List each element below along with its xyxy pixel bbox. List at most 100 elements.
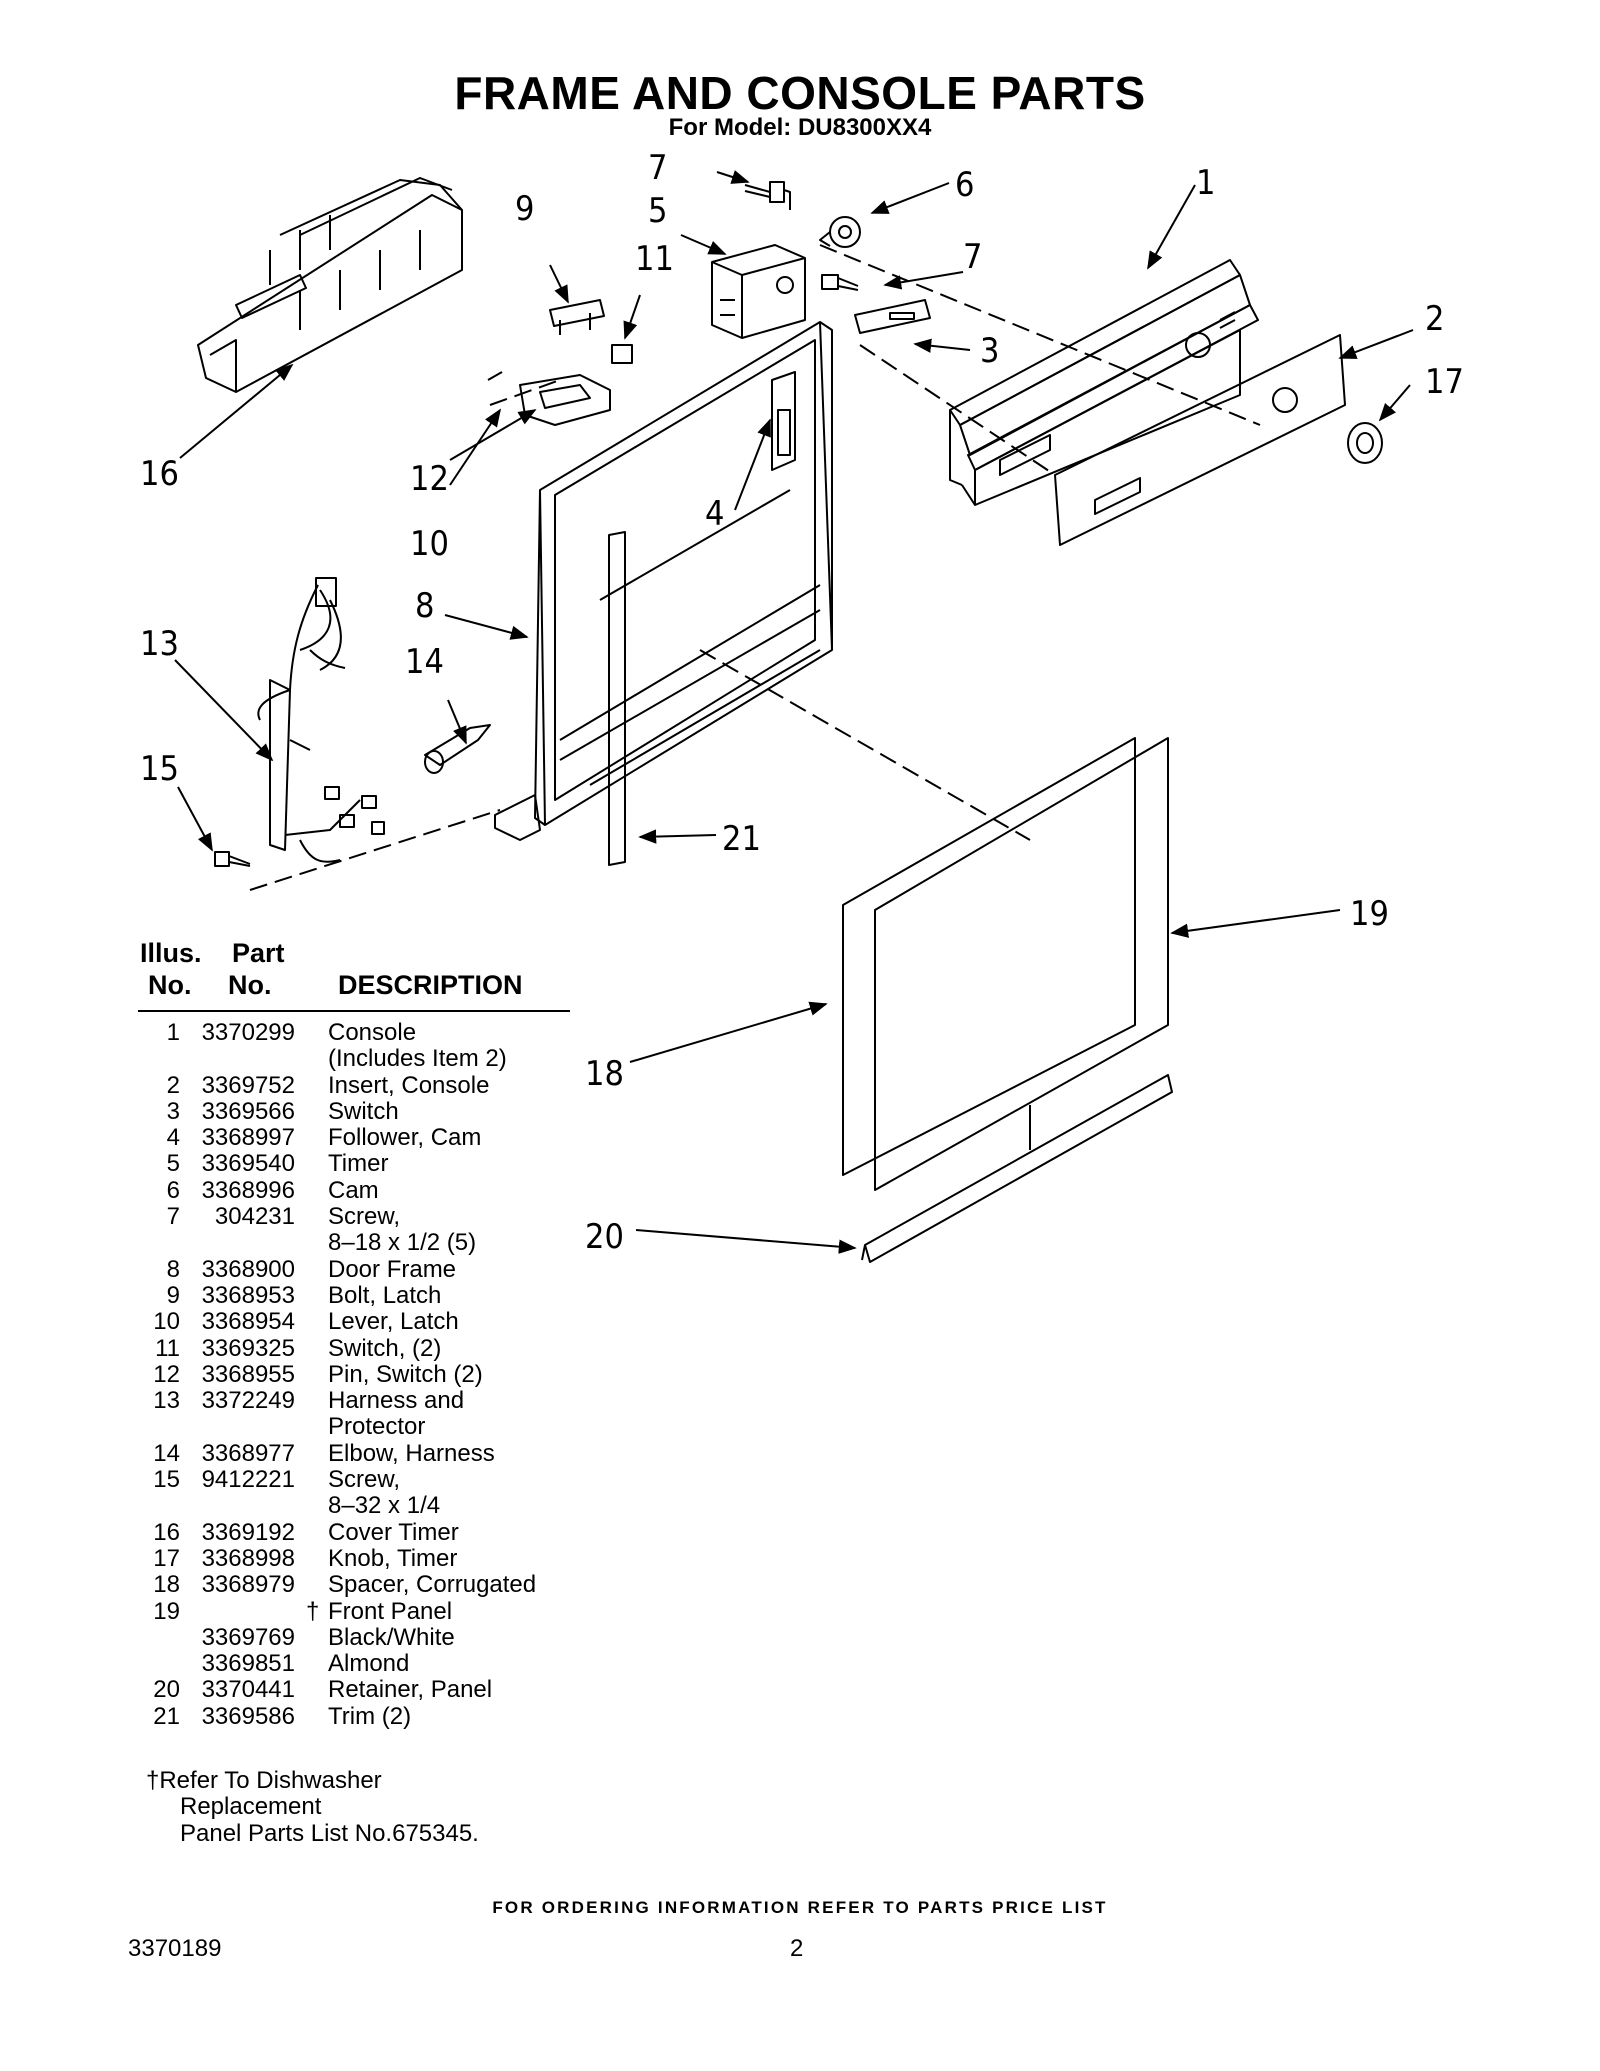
illus-number: 5 — [166, 1150, 180, 1178]
part-description: Spacer, Corrugated — [328, 1571, 537, 1599]
callout-18: 18 — [585, 1054, 624, 1094]
part-number: 3369586 — [201, 1702, 295, 1730]
spacer-corrugated-part — [842, 737, 1136, 1176]
part-number: 3369851 — [201, 1650, 295, 1678]
door-frame-part — [494, 321, 833, 841]
callout-17: 17 — [1425, 362, 1464, 402]
illus-number: 10 — [153, 1308, 180, 1336]
part-description: Bolt, Latch — [328, 1281, 442, 1309]
latch-lever-part — [519, 374, 611, 426]
part-description: Switch, (2) — [328, 1334, 442, 1362]
part-description: Front Panel — [328, 1597, 453, 1625]
part-description: (Includes Item 2) — [328, 1045, 507, 1073]
part-description: Trim (2) — [328, 1702, 412, 1730]
screw-7-top-part — [744, 181, 791, 210]
part-description: Almond — [328, 1650, 410, 1678]
table-row: 7 304231 Screw, — [140, 1203, 570, 1231]
switch-pin-part — [487, 371, 503, 381]
note-line-2: Replacement — [180, 1793, 322, 1821]
callout-9: 9 — [515, 189, 534, 229]
table-row: 3 3369566 Switch — [140, 1097, 570, 1125]
header-description: DESCRIPTION — [338, 970, 523, 1000]
illus-number: 1 — [166, 1019, 180, 1046]
illus-number: 14 — [153, 1439, 180, 1467]
trim-part — [608, 531, 626, 866]
callout-6: 6 — [955, 165, 974, 205]
part-description: Pin, Switch (2) — [328, 1360, 483, 1388]
illus-number: 7 — [166, 1203, 180, 1231]
part-number: 3368996 — [201, 1176, 295, 1204]
illus-number: 6 — [166, 1176, 180, 1204]
exploded-parts-diagram: 1 2 3 4 5 6 7 7 8 9 10 11 12 13 14 15 16… — [140, 148, 1464, 1263]
callout-5: 5 — [648, 191, 667, 231]
part-description: Retainer, Panel — [328, 1676, 493, 1704]
part-description: Timer — [328, 1150, 389, 1178]
part-number: 304231 — [214, 1203, 295, 1231]
callout-12: 12 — [410, 459, 449, 499]
part-number: 3368955 — [201, 1360, 295, 1388]
part-number: 3368900 — [201, 1255, 295, 1283]
callout-10: 10 — [410, 524, 449, 564]
document-number: 3370189 — [128, 1935, 222, 1962]
timer-knob-part — [1347, 422, 1383, 464]
part-description: 8–32 x 1/4 — [328, 1492, 441, 1520]
part-number: 3368953 — [201, 1281, 295, 1309]
cam-part — [819, 216, 861, 248]
table-row: (Includes Item 2) — [140, 1045, 570, 1073]
part-description: Knob, Timer — [328, 1544, 458, 1572]
illus-number: 2 — [166, 1071, 180, 1099]
table-row: 1 3370299 Console — [140, 1019, 570, 1046]
header-illus-no: No. — [148, 970, 192, 1000]
latch-switch-part — [611, 344, 633, 364]
part-description: Switch — [328, 1097, 399, 1125]
illus-number: 13 — [153, 1387, 180, 1415]
screw-15-part — [214, 851, 251, 867]
ordering-info: FOR ORDERING INFORMATION REFER TO PARTS … — [492, 1898, 1108, 1917]
callout-20: 20 — [585, 1217, 624, 1257]
panel-retainer-part — [861, 1074, 1173, 1263]
callout-11: 11 — [635, 239, 674, 279]
part-number: 3370299 — [201, 1019, 295, 1046]
part-description: Insert, Console — [328, 1071, 490, 1099]
note-line-3: Panel Parts List No.675345. — [180, 1819, 479, 1847]
switch-3-part — [854, 299, 931, 334]
part-description: Cover Timer — [328, 1518, 459, 1546]
part-number: 3369540 — [201, 1150, 295, 1178]
part-description: Screw, — [328, 1203, 401, 1231]
illus-number: 8 — [166, 1255, 180, 1283]
table-row: Protector — [140, 1414, 570, 1441]
cover-timer-part — [197, 177, 463, 393]
page-title: FRAME AND CONSOLE PARTS — [454, 67, 1146, 119]
part-number: 3369566 — [201, 1097, 295, 1125]
part-description: Follower, Cam — [328, 1124, 482, 1152]
illus-number: 17 — [153, 1544, 180, 1572]
callout-15: 15 — [140, 749, 179, 789]
part-number: 3368997 — [201, 1124, 295, 1152]
callout-labels: 1 2 3 4 5 6 7 7 8 9 10 11 12 13 14 15 16… — [140, 148, 1464, 1257]
dagger-mark: † — [306, 1597, 320, 1625]
callout-21: 21 — [722, 819, 761, 859]
part-description: Lever, Latch — [328, 1308, 459, 1336]
callout-7b: 7 — [963, 237, 982, 277]
part-description: Console — [328, 1019, 417, 1046]
screw-7-side-part — [821, 274, 859, 291]
illus-number: 3 — [166, 1097, 180, 1125]
timer-part — [711, 244, 806, 339]
part-number: 3370441 — [201, 1676, 295, 1704]
part-number: 3369325 — [201, 1334, 295, 1362]
callout-19: 19 — [1350, 894, 1389, 934]
table-row: 8–18 x 1/2 (5) — [140, 1230, 570, 1257]
